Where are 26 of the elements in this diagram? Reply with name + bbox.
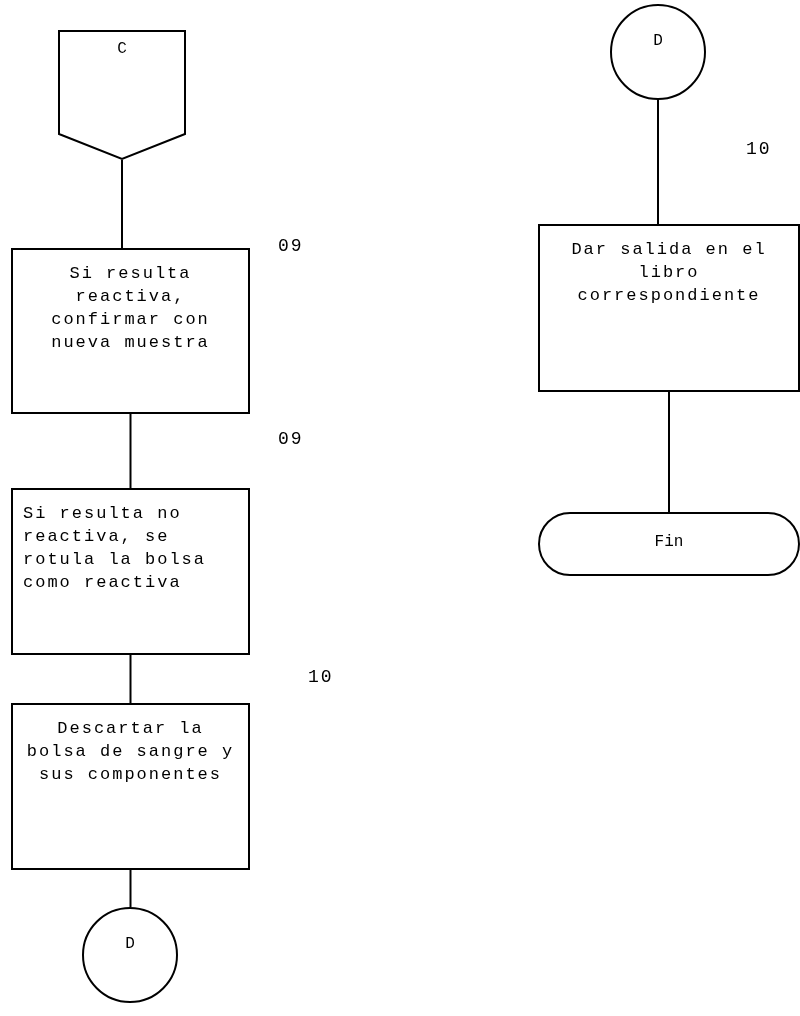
node-label: Si resulta reactiva, confirmar con nueva muestra xyxy=(50,263,211,354)
connector-circle xyxy=(82,907,178,1003)
connector-line xyxy=(129,654,132,704)
process-box xyxy=(11,703,250,870)
node-label: Si resulta no reactiva, se rotula la bolsa como reactiva xyxy=(23,503,208,594)
node-label: C xyxy=(116,39,128,60)
process-box xyxy=(11,488,250,655)
node-label: D xyxy=(652,31,664,52)
off-page-connector xyxy=(58,30,186,160)
connector-line xyxy=(657,99,659,225)
process-box xyxy=(11,248,250,414)
terminator-shape xyxy=(538,512,800,576)
connector-line xyxy=(129,413,132,489)
step-number: 10 xyxy=(746,139,772,159)
node-label: Dar salida en el libro correspondiente xyxy=(570,239,768,307)
step-number: 09 xyxy=(278,236,304,256)
node-label: Fin xyxy=(653,532,685,553)
connector-line xyxy=(129,869,132,908)
connector-circle xyxy=(610,4,706,100)
step-number: 10 xyxy=(308,667,334,687)
node-label: D xyxy=(124,934,136,955)
step-number: 09 xyxy=(278,429,304,449)
connector-line xyxy=(668,391,670,513)
connector-line xyxy=(121,159,123,249)
node-label: Descartar la bolsa de sangre y sus componentes xyxy=(25,718,236,786)
process-box xyxy=(538,224,800,392)
